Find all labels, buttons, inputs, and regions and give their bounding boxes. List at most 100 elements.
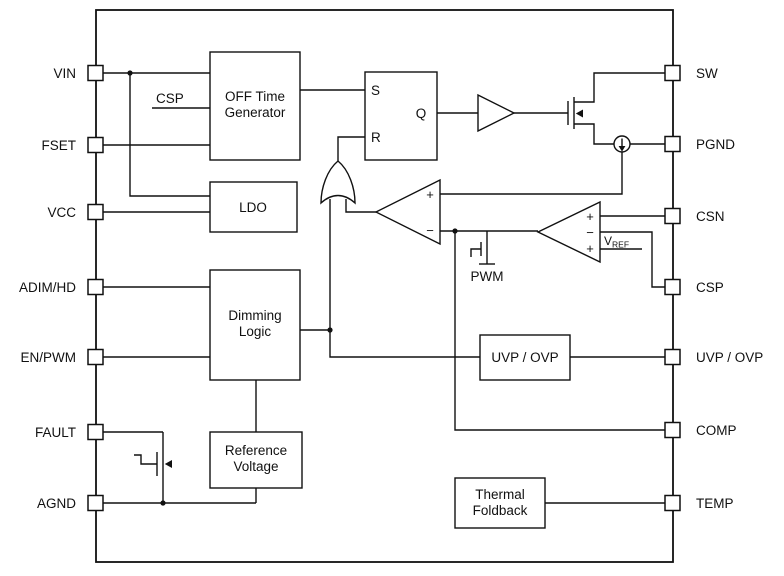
pin-agnd-pad [87, 494, 104, 512]
reference-label-1: Reference [225, 443, 287, 458]
fault-mosfet-body-arrow [164, 460, 172, 468]
pin-uvp-ovp: UVP / OVP [664, 348, 763, 366]
off-time-label-2: Generator [225, 105, 286, 120]
block-dimming-logic: Dimming Logic [209, 269, 301, 381]
uvp-ovp-box [479, 334, 571, 381]
wire-vin-to-ldo [129, 73, 210, 197]
uvp-ovp-label: UVP / OVP [491, 350, 558, 365]
mosfet-body-arrow [575, 109, 583, 118]
pin-temp: TEMP [664, 494, 734, 512]
or-gate [320, 160, 356, 205]
fault-mosfet-gate-wire [134, 454, 157, 465]
reference-box [209, 431, 303, 489]
pin-agnd-label: AGND [37, 496, 76, 511]
thermal-box [454, 477, 546, 529]
pin-pgnd: PGND [664, 135, 735, 153]
pin-vcc-pad [87, 203, 104, 221]
wire-uvp-to-or [329, 199, 480, 358]
latch-r-label: R [371, 130, 381, 145]
wire-comp1-to-or [345, 199, 376, 213]
csp-internal-label: CSP [156, 91, 184, 106]
latch-q-label: Q [416, 106, 427, 121]
current-sense-arrowhead [618, 146, 626, 152]
pin-csp-pad [664, 278, 681, 296]
reference-label-2: Voltage [233, 459, 278, 474]
pin-uvp-ovp-pad [664, 348, 681, 366]
pin-uvp-ovp-label: UVP / OVP [696, 350, 763, 365]
pin-csp-label: CSP [696, 280, 724, 295]
pin-fset: FSET [41, 136, 104, 154]
off-time-label-1: OFF Time [225, 89, 285, 104]
off-time-box [209, 51, 301, 161]
pin-comp-label: COMP [696, 423, 737, 438]
cs-amplifier-plus-top: + [586, 209, 594, 224]
wire-drain-to-sw [574, 72, 666, 103]
pin-vin-label: VIN [53, 66, 76, 81]
latch-s-label: S [371, 83, 380, 98]
wire-source-to-sense [574, 123, 614, 145]
pin-fault-pad [87, 423, 104, 441]
block-reference-voltage: Reference Voltage [209, 431, 303, 489]
block-off-time-generator: OFF Time Generator [209, 51, 301, 161]
pin-vcc: VCC [47, 203, 104, 221]
pin-sw-pad [664, 64, 681, 82]
current-sense-amplifier: + − + [536, 200, 601, 264]
pin-fault: FAULT [35, 423, 104, 441]
pin-csn-pad [664, 207, 681, 225]
pin-fset-label: FSET [41, 138, 76, 153]
gate-driver-buffer [477, 93, 516, 133]
pin-en-pwm-label: EN/PWM [21, 350, 77, 365]
cs-amplifier-body [536, 200, 601, 264]
pin-comp: COMP [664, 421, 737, 439]
pin-en-pwm-pad [87, 348, 104, 366]
thermal-label-2: Foldback [473, 503, 528, 518]
wire-current-feedback [440, 152, 623, 195]
pin-sw-label: SW [696, 66, 718, 81]
wires [103, 72, 666, 504]
sr-latch-box [364, 71, 438, 161]
dimming-box [209, 269, 301, 381]
pin-sw: SW [664, 64, 718, 82]
pin-temp-pad [664, 494, 681, 512]
pin-vin: VIN [53, 64, 104, 82]
pin-csn-label: CSN [696, 209, 725, 224]
thermal-label-1: Thermal [475, 487, 525, 502]
pin-csn: CSN [664, 207, 725, 225]
pwm-mosfet-gate-wire [470, 248, 481, 257]
pin-adim-hd: ADIM/HD [19, 278, 104, 296]
pin-fault-label: FAULT [35, 425, 76, 440]
cs-amplifier-minus: − [586, 225, 594, 240]
wire-comp-pin [454, 231, 666, 431]
pin-temp-label: TEMP [696, 496, 734, 511]
current-sense [613, 135, 631, 153]
pwm-comparator: + − [374, 178, 441, 246]
pin-en-pwm: EN/PWM [21, 348, 104, 366]
power-mosfet [567, 97, 583, 129]
junction-comp-node [452, 228, 458, 234]
block-ldo: LDO [209, 181, 298, 233]
pin-adim-hd-label: ADIM/HD [19, 280, 76, 295]
pin-vin-pad [87, 64, 104, 82]
pwm-comparator-plus: + [426, 187, 434, 202]
ldo-label: LDO [239, 200, 267, 215]
junction-dimming-or [327, 327, 333, 333]
pin-adim-hd-pad [87, 278, 104, 296]
pin-comp-pad [664, 421, 681, 439]
pwm-comparator-minus: − [426, 223, 434, 238]
sr-latch: S R Q [364, 71, 438, 161]
block-thermal-foldback: Thermal Foldback [454, 477, 546, 529]
ldo-box [209, 181, 298, 233]
cs-amplifier-plus-bottom: + [586, 241, 594, 256]
pin-pgnd-label: PGND [696, 137, 735, 152]
pin-pgnd-pad [664, 135, 681, 153]
pin-csp: CSP [664, 278, 724, 296]
wire-csp-pin [600, 231, 666, 288]
pin-fset-pad [87, 136, 104, 154]
pin-agnd: AGND [37, 494, 104, 512]
pwm-label: PWM [471, 269, 504, 284]
pin-vcc-label: VCC [47, 205, 76, 220]
block-uvp-ovp: UVP / OVP [479, 334, 571, 381]
wire-or-to-r [337, 136, 365, 161]
vref-label: VREF [604, 234, 629, 250]
